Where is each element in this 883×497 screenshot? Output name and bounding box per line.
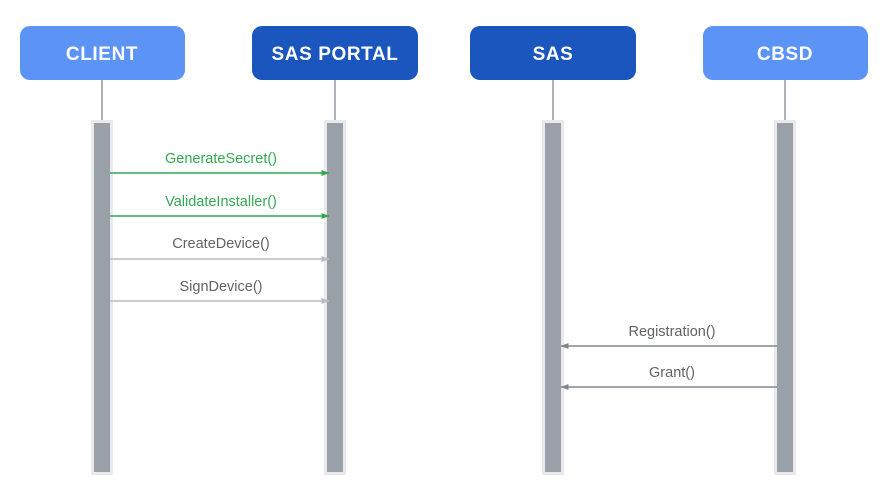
messages-layer: GenerateSecret() ValidateInstaller() Creat… [110,151,777,390]
actor-box-sas[interactable]: SAS [470,26,636,80]
message-sign-device[interactable]: SignDevice() [110,279,330,304]
message-create-device[interactable]: CreateDevice() [110,236,330,262]
message-label-grant: Grant() [649,365,695,381]
message-label-sign-device: SignDevice() [180,279,263,295]
actor-boxes-layer: CLIENT SAS PORTAL SAS CBSD [20,26,868,80]
message-validate-installer[interactable]: ValidateInstaller() [110,194,330,219]
activation-bars-layer [91,120,796,475]
actor-label-sas-portal: SAS PORTAL [271,44,398,65]
message-registration[interactable]: Registration() [560,324,777,349]
message-label-generate-secret: GenerateSecret() [165,151,277,167]
actor-box-sas-portal[interactable]: SAS PORTAL [252,26,418,80]
activation-bar-cbsd [774,120,796,475]
activation-bar-sas-portal [324,120,346,475]
message-label-validate-installer: ValidateInstaller() [165,194,277,210]
lifelines-layer [101,80,786,123]
activation-bar-client [91,120,113,475]
actor-label-cbsd: CBSD [757,44,813,65]
message-generate-secret[interactable]: GenerateSecret() [110,151,330,176]
message-grant[interactable]: Grant() [560,365,777,390]
message-label-registration: Registration() [628,324,715,340]
actor-label-sas: SAS [533,44,574,65]
message-label-create-device: CreateDevice() [172,236,270,252]
activation-bar-sas [542,120,564,475]
actor-label-client: CLIENT [66,44,138,65]
actor-box-cbsd[interactable]: CBSD [703,26,868,80]
actor-box-client[interactable]: CLIENT [20,26,185,80]
